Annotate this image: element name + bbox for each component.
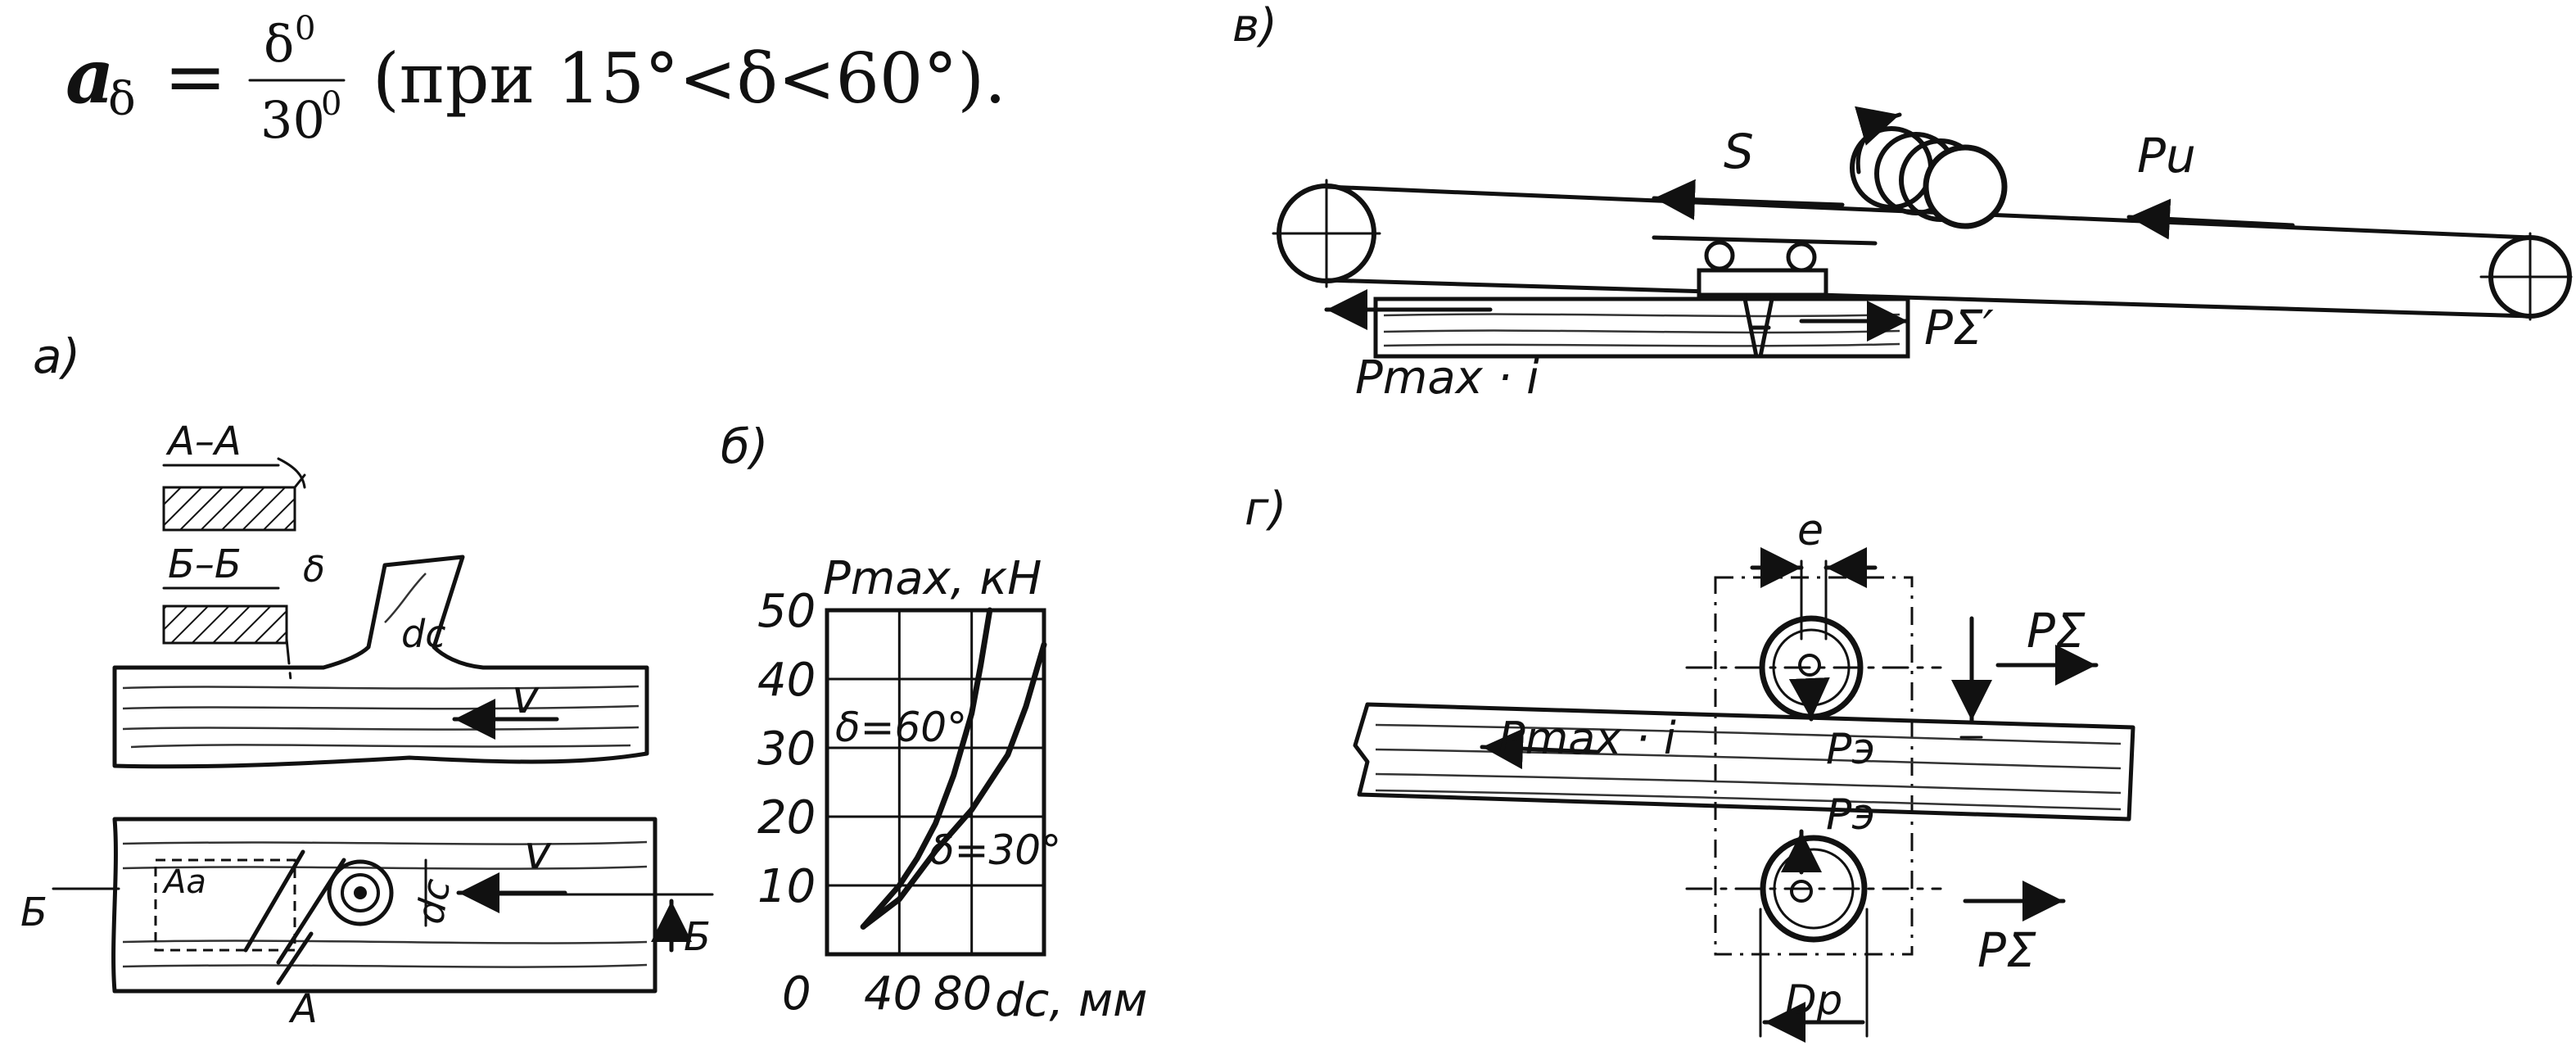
formula-lhs: a [66,32,115,120]
carriage-rail [1652,235,1878,246]
formula-lhs-sub: δ [108,73,136,126]
log-pressed-grain [1375,723,2122,811]
bb-label-right: Б [684,914,711,960]
log-pressed [1353,702,2135,822]
log-side-view [112,555,649,769]
formula: a δ = δ 0 30 0 (при 15°<δ<60°). [66,10,1006,150]
chart-xlabel: dc, мм [995,974,1147,1027]
force-pmax-i-label: Pmax · i [1355,351,1539,405]
chart-x-tick-label: 40 [864,967,922,1021]
chart-y-tick-label: 20 [757,791,816,844]
section-aa-hatch [162,486,296,532]
panel-a-label: a) [33,328,80,384]
force-pe-bottom-label: Pэ [1826,790,1875,840]
knot-dc-label: dc [401,612,446,656]
log-in-belt [1373,297,1910,359]
log-plan-grain [122,840,648,968]
log-side-grain [122,573,639,749]
roller-frame [1714,576,1914,956]
knot-dc-plan-label: dc [408,876,459,927]
feed-roller [1850,126,2008,229]
force-s-arrow [1652,179,1845,220]
formula-eq: = [164,33,227,120]
force-psum-prime-label: PΣ′ [1924,300,1994,355]
chart-y-tick-label: 10 [757,860,816,913]
force-pe-top-label: Pэ [1826,725,1875,774]
carriage-block [1697,268,1828,297]
chart-series-label: δ=60° [835,704,967,751]
log-plan-view [111,817,658,994]
panel-b-label: б) [721,419,768,474]
force-psum-bottom-label: PΣ [1977,922,2036,978]
section-bb-hatch [162,604,288,645]
log-belt-grain [1383,313,1900,347]
chart-series-label: δ=30° [929,826,1061,874]
chart-x-tick-label: 80 [933,967,992,1021]
dp-label: Dp [1785,976,1842,1024]
force-s-label: S [1724,124,1754,179]
formula-num: δ [264,14,294,74]
carriage-wheel-left [1704,240,1735,271]
panel-g: г) e PΣ Pmax · i Pэ Pэ PΣ [1245,482,2135,1043]
formula-condition: (при 15°<δ<60°). [373,38,1006,119]
force-pu-label: Pu [2137,128,2196,183]
chart-grid [825,608,1046,957]
force-pmax-i-g-label: Pmax · i [1498,713,1676,764]
carriage-wheel-right [1786,242,1817,273]
offset-e-label: e [1797,506,1824,555]
chart-frame [825,608,1046,957]
chart-y-tick-label: 50 [757,585,816,638]
section-delta: δ [303,549,325,591]
cut-aa-label: Aa [161,863,206,901]
chart-y-tick-label: 30 [757,722,816,776]
chart-ylabel: Pmax, кН [823,552,1042,605]
upper-v-label: v [512,671,540,724]
cut-area [154,858,296,952]
chart-series [860,607,1047,930]
roller-rotation-arrow [1855,106,1902,174]
section-aa-label: A–A [165,419,242,464]
chart-y-tick-label: 40 [757,654,816,707]
aa-label-bottom: A [288,986,318,1032]
section-bb-label: Б–Б [168,541,242,587]
knot-center [354,886,367,899]
bottom-roller-axle [1790,880,1813,903]
chart-y-ticks: 50 40 30 20 10 0 [757,585,816,1021]
belt-lower [1324,278,2533,319]
knot-outer-ring [327,859,394,926]
formula-num-sup: 0 [295,10,315,48]
force-pmax-i-g-arrow [1480,728,1599,770]
force-psum-top-label: PΣ [2027,603,2086,659]
chart-series-line [860,641,1047,930]
panel-v-label: в) [1232,0,1277,52]
panel-g-label: г) [1245,482,1286,536]
force-pe-top-arrow [1788,677,1830,722]
upper-axis-dash [285,637,292,681]
chart-series-labels: δ=60° δ=30° [835,704,1061,874]
formula-den-sup: 0 [321,85,341,123]
bb-label-left: Б [20,890,47,935]
knot-cutter [1742,292,1775,359]
section-aa-edge [277,457,306,489]
top-roller-axle [1798,654,1821,677]
formula-den: 30 [260,90,325,150]
knot-inner-ring [341,873,380,912]
aa-cut-line [276,931,314,985]
lower-v-label: v [524,826,552,880]
force-pu-arrow [2126,198,2295,240]
chart-y-tick-label: 0 [782,967,811,1021]
panel-v: в) S Pu Pmax · i [1232,0,2573,405]
panel-a: a) A–A Б–Б δ dc v Aa dc v Б Б [20,328,714,1032]
chart-series-line [860,607,993,930]
